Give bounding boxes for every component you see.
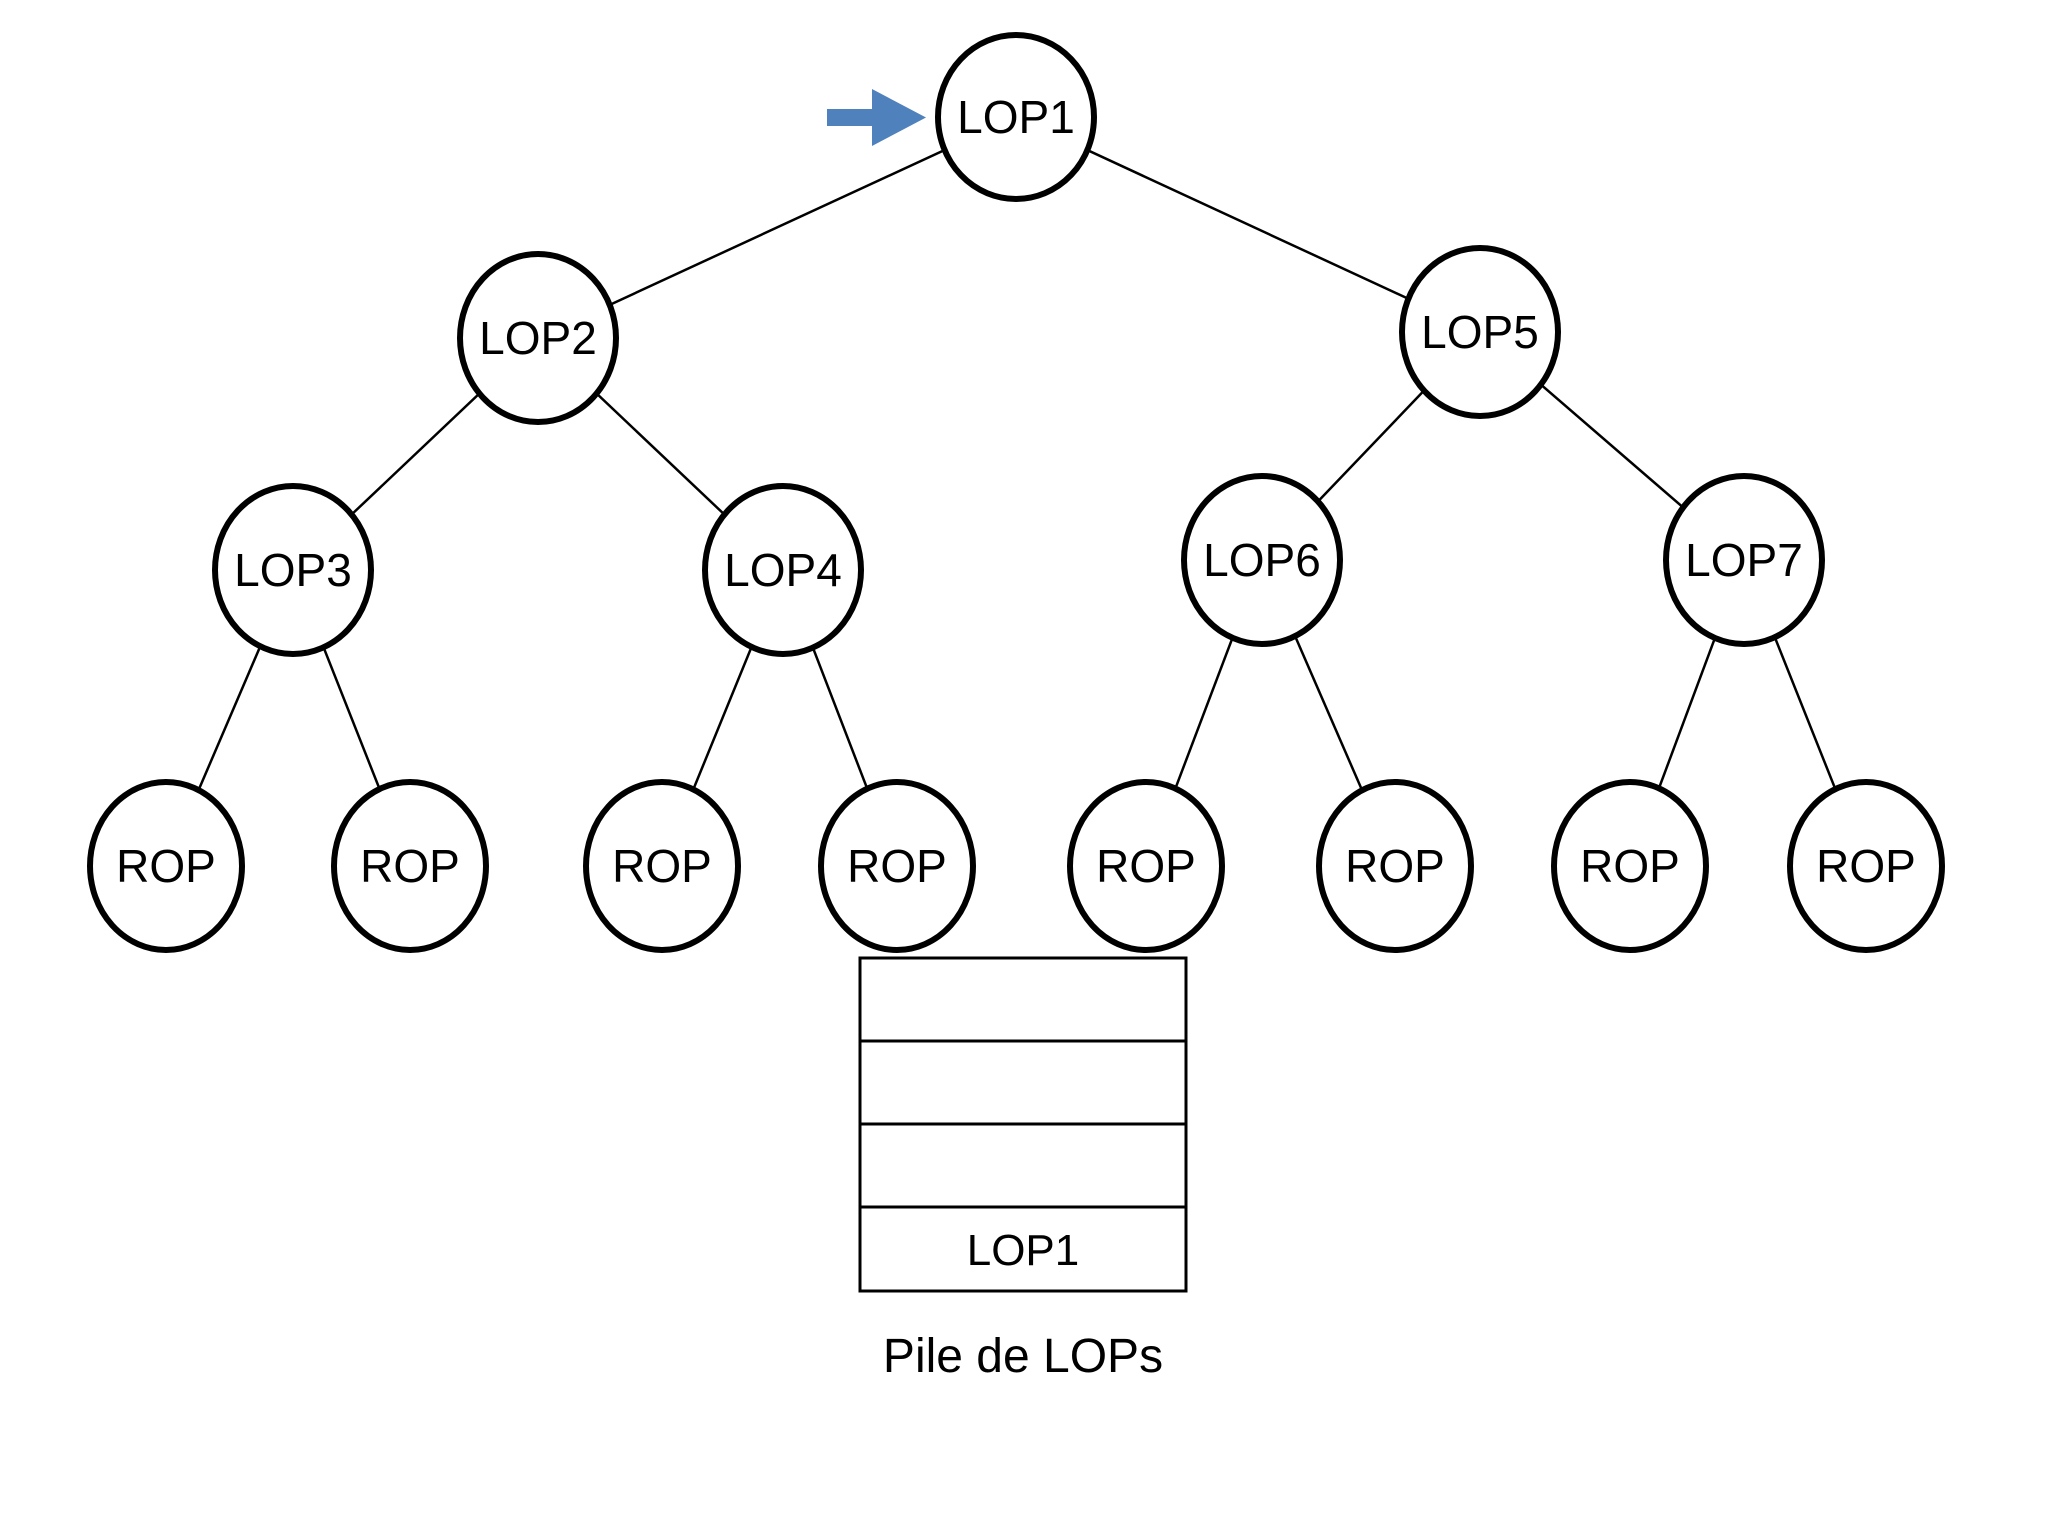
stack-cell-4-label: LOP1 — [967, 1226, 1080, 1275]
stack-cell-4 — [858, 1205, 1188, 1293]
node-rop-6-label: ROP — [1345, 840, 1445, 892]
arrow-icon — [827, 89, 926, 146]
node-rop-7 — [1551, 779, 1709, 953]
node-lop1 — [935, 32, 1097, 202]
node-rop-2-label: ROP — [360, 840, 460, 892]
node-rop-4-label: ROP — [847, 840, 947, 892]
stack-cell-1 — [858, 956, 1188, 1043]
node-lop5 — [1399, 245, 1561, 419]
node-lop7-label: LOP7 — [1685, 534, 1803, 586]
node-rop-3-label: ROP — [612, 840, 712, 892]
node-rop-8-label: ROP — [1816, 840, 1916, 892]
edge-lop1-lop2 — [537, 115, 1017, 340]
node-lop7 — [1663, 473, 1825, 647]
edge-lop1-lop5 — [1015, 115, 1481, 334]
node-lop4 — [702, 483, 864, 657]
node-lop1-label: LOP1 — [957, 91, 1075, 143]
node-rop-5 — [1067, 779, 1225, 953]
stack-cell-2 — [858, 1039, 1188, 1126]
node-lop3-label: LOP3 — [234, 544, 352, 596]
node-rop-1-label: ROP — [116, 840, 216, 892]
node-lop2-label: LOP2 — [479, 312, 597, 364]
tree-nodes: LOP1 LOP2 LOP5 LOP3 LOP4 LOP6 LOP7 ROP R… — [87, 32, 1945, 953]
tree-edges — [164, 115, 1868, 867]
node-rop-7-label: ROP — [1580, 840, 1680, 892]
node-rop-8 — [1787, 779, 1945, 953]
node-lop6 — [1181, 473, 1343, 647]
node-rop-4 — [818, 779, 976, 953]
node-lop2 — [457, 251, 619, 425]
node-lop4-label: LOP4 — [724, 544, 842, 596]
node-lop5-label: LOP5 — [1421, 306, 1539, 358]
stack-caption: Pile de LOPs — [883, 1330, 1163, 1383]
node-lop6-label: LOP6 — [1203, 534, 1321, 586]
node-rop-2 — [331, 779, 489, 953]
node-rop-6 — [1316, 779, 1474, 953]
node-rop-1 — [87, 779, 245, 953]
lop-stack: LOP1 Pile de LOPs — [858, 956, 1188, 1383]
node-rop-3 — [583, 779, 741, 953]
node-rop-5-label: ROP — [1096, 840, 1196, 892]
node-lop3 — [212, 483, 374, 657]
stack-cell-3 — [858, 1122, 1188, 1209]
